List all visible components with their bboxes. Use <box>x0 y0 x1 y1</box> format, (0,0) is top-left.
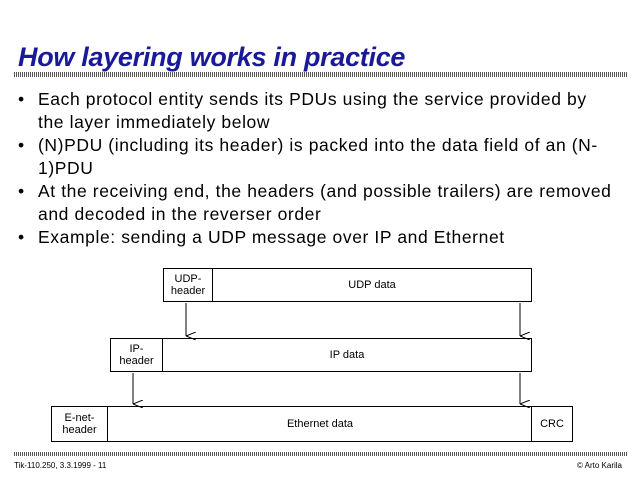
footer-divider <box>14 452 628 456</box>
footer-copyright: © Arto Karila <box>576 461 622 470</box>
bullet-text: (N)PDU (including its header) is packed … <box>38 135 598 178</box>
bullet-text: At the receiving end, the headers (and p… <box>38 181 612 224</box>
udp-data-box: UDP data <box>212 268 532 302</box>
bullet-item: • Each protocol entity sends its PDUs usi… <box>16 88 616 134</box>
eth-crc-box: CRC <box>531 406 573 442</box>
bullet-text: Example: sending a UDP message over IP a… <box>38 227 505 247</box>
eth-header-box: E-net- header <box>51 406 109 442</box>
bullet-item: • Example: sending a UDP message over IP … <box>16 226 616 249</box>
bullet-item: • (N)PDU (including its header) is packed… <box>16 134 616 180</box>
bullet-text: Each protocol entity sends its PDUs usin… <box>38 89 587 132</box>
bullet-item: • At the receiving end, the headers (and … <box>16 180 616 226</box>
bullet-dot: • <box>18 181 25 201</box>
slide-title: How layering works in practice <box>18 42 406 72</box>
bullet-list: • Each protocol entity sends its PDUs usi… <box>16 88 616 249</box>
udp-header-box: UDP- header <box>163 268 214 302</box>
bullet-dot: • <box>18 135 25 155</box>
bullet-dot: • <box>18 89 25 109</box>
title-divider <box>14 72 628 77</box>
bullet-dot: • <box>18 227 25 247</box>
footer-course: Tik-110.250, 3.3.1999 - 11 <box>14 461 107 470</box>
eth-data-box: Ethernet data <box>107 406 533 442</box>
ip-data-box: IP data <box>162 338 532 372</box>
